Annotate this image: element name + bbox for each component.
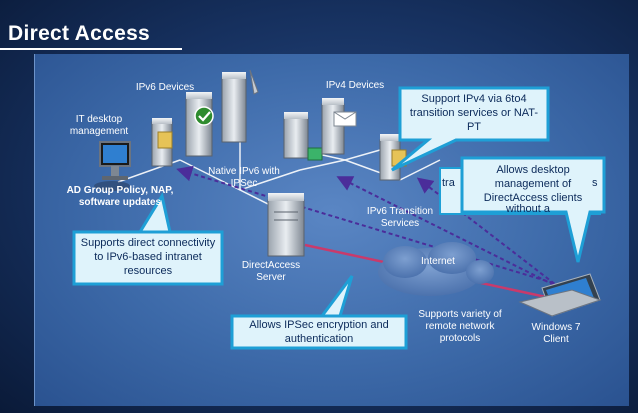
ipv4-server-1 — [283, 112, 323, 161]
ipv6-transition-label: IPv6 Transition Services — [366, 206, 434, 229]
callout-supports-direct-shape — [72, 192, 224, 286]
internet-label: Internet — [421, 256, 455, 267]
callout-supports-direct: Supports direct connectivity to IPv6-bas… — [80, 237, 216, 277]
ipv4-server-2 — [321, 98, 357, 155]
ad-group-policy-label: AD Group Policy, NAP, software updates — [66, 185, 174, 208]
internet-cloud — [378, 242, 494, 296]
ipv6-devices-label: IPv6 Devices — [135, 82, 195, 93]
callout-allows-ipsec: Allows IPSec encryption and authenticati… — [249, 319, 389, 345]
ipv6-server-1 — [151, 118, 173, 167]
directaccess-server-label: DirectAccess Server — [241, 260, 301, 283]
hidden-callout-fragment-2: s — [592, 177, 598, 189]
hidden-callout-fragment-3: without a — [505, 203, 551, 215]
slide-title: Direct Access — [8, 22, 151, 45]
supports-variety-label: Supports variety of remote network proto… — [418, 309, 502, 344]
ipv6-server-2 — [185, 92, 214, 157]
hidden-callout-fragment-1: tra — [442, 177, 455, 189]
callout-support-ipv4-shape — [391, 86, 550, 172]
callout-support-ipv4: Support IPv4 via 6to4 transition service… — [409, 93, 539, 133]
ipv4-devices-label: IPv4 Devices — [325, 80, 385, 91]
title-underline — [0, 18, 182, 50]
callout-allows-desktop: Allows desktop management of DirectAcces… — [483, 164, 583, 204]
laptop — [518, 273, 602, 317]
windows7-client-label: Windows 7 Client — [531, 322, 581, 345]
callout-allows-desktop-shape — [460, 156, 606, 263]
callout-allows-ipsec-shape — [230, 275, 408, 350]
directaccess-server — [267, 193, 305, 257]
it-desktop-label: IT desktop management — [69, 114, 129, 137]
ipv6-server-3 — [221, 69, 259, 143]
native-ipv6-label: Native IPv6 with IPSec — [208, 166, 280, 189]
desktop-monitor — [94, 141, 131, 191]
